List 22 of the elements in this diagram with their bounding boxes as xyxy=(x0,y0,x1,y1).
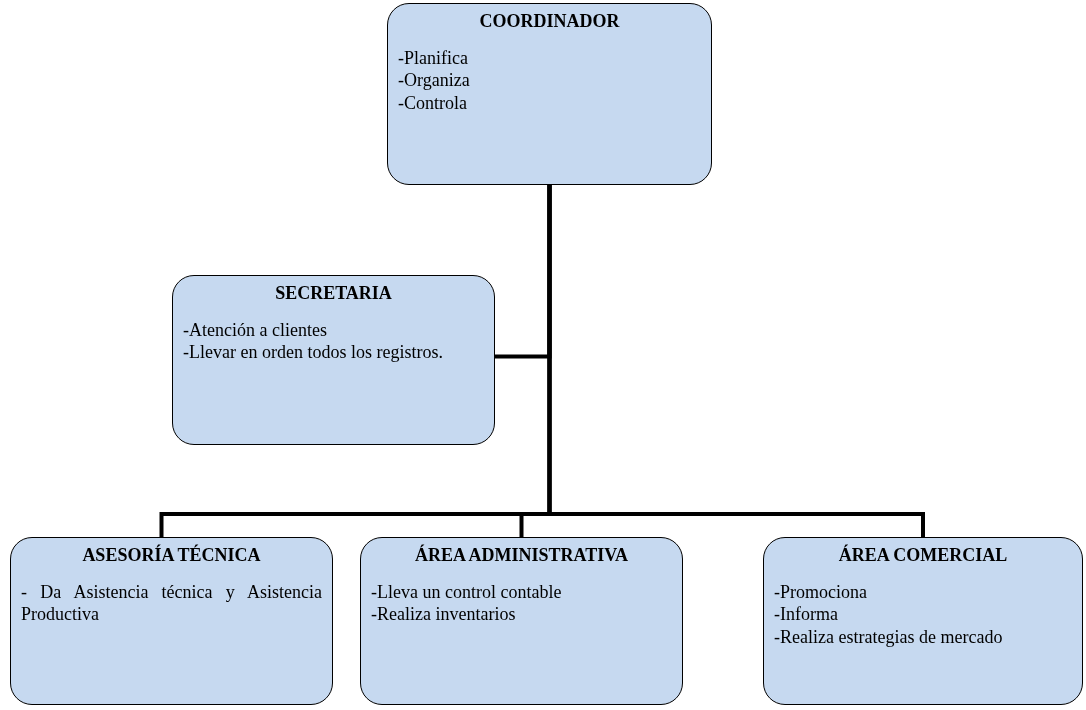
duty-text: -Realiza inventarios xyxy=(371,603,517,626)
duty-text: -Controla xyxy=(398,91,468,114)
role-title: ASESORÍA TÉCNICA xyxy=(81,544,262,567)
role-box xyxy=(763,537,1083,705)
duty-text: -Lleva un control contable xyxy=(371,580,563,603)
role-box xyxy=(10,537,333,705)
role-title: COORDINADOR xyxy=(478,10,621,33)
connector-line xyxy=(547,185,925,537)
role-box xyxy=(172,275,495,445)
role-title: SECRETARIA xyxy=(274,282,393,305)
role-box xyxy=(387,3,712,185)
duty-text: -Planifica xyxy=(398,46,469,69)
duty-text: -Atención a clientes xyxy=(183,318,328,341)
duty-text: -Promociona xyxy=(774,580,868,603)
role-title: ÁREA ADMINISTRATIVA xyxy=(414,544,629,567)
duty-text: -Organiza xyxy=(398,69,471,92)
duty-text: -Llevar en orden todos los registros. xyxy=(183,341,444,364)
role-title: ÁREA COMERCIAL xyxy=(837,544,1009,567)
duty-text: - Da Asistencia técnica y Asistencia Productiva xyxy=(21,580,322,626)
role-box xyxy=(360,537,683,705)
duty-text: -Informa xyxy=(774,603,839,626)
duty-text: -Realiza estrategias de mercado xyxy=(774,625,1004,648)
